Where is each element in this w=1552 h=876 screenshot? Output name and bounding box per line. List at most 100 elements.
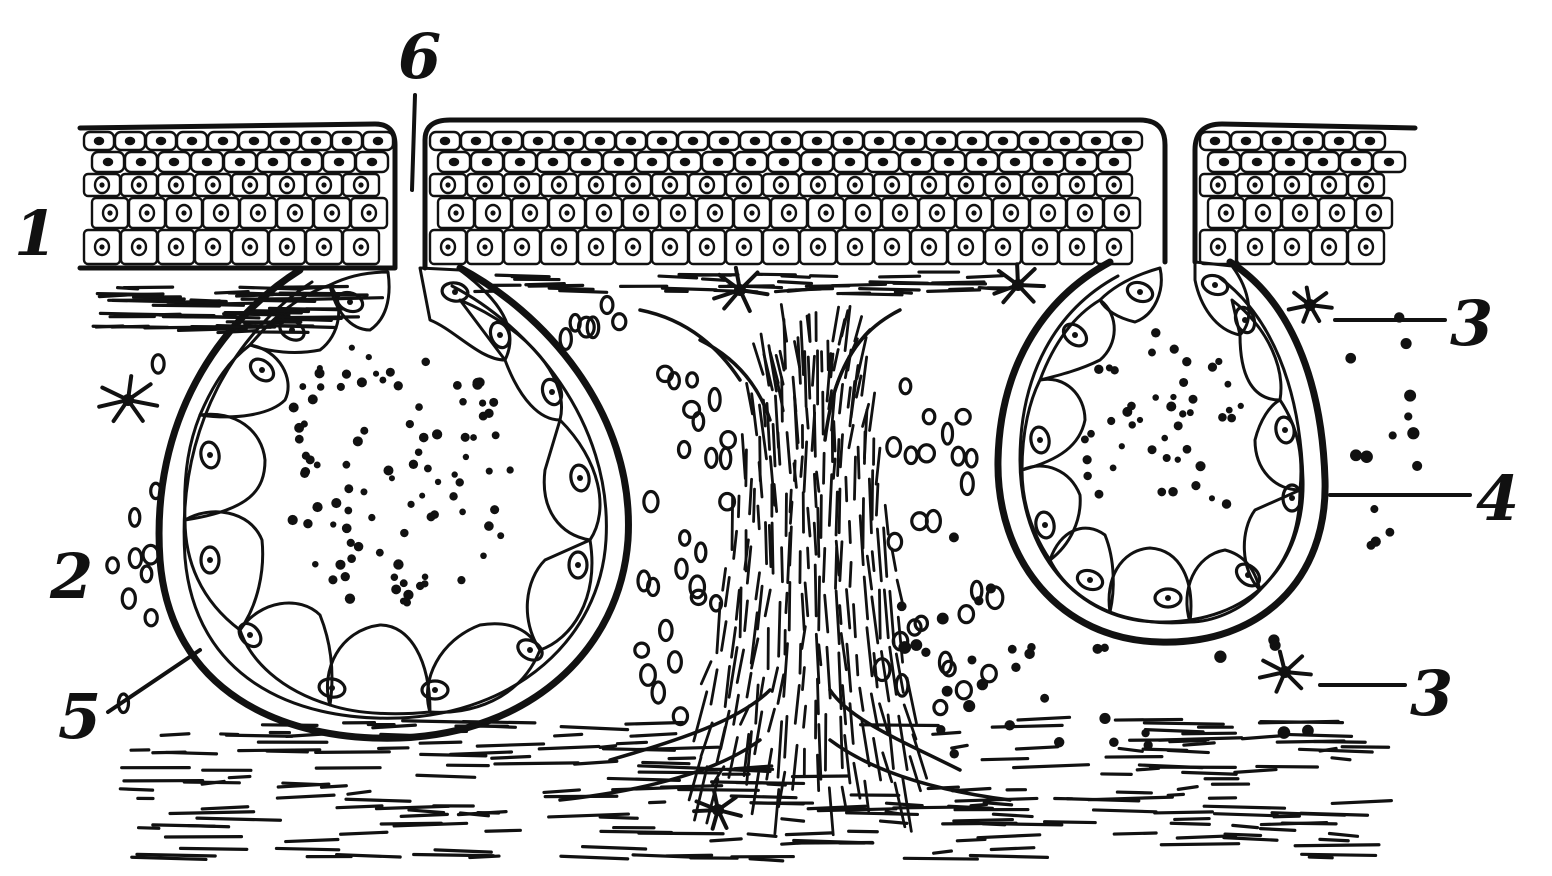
collagen-fiber <box>161 734 189 736</box>
collagen-fiber <box>555 734 582 736</box>
tissue-cell <box>1141 729 1149 737</box>
cell-nucleus <box>906 138 914 144</box>
collagen-fiber <box>1178 787 1197 790</box>
collagen-fiber <box>855 317 862 341</box>
collagen-fiber <box>812 356 814 385</box>
collagen-fiber <box>790 490 791 512</box>
secretion-granule <box>1188 395 1197 404</box>
nucleolus <box>482 182 487 187</box>
collagen-fiber <box>849 425 853 447</box>
collagen-fiber <box>229 293 305 295</box>
cell-nucleus <box>450 159 458 165</box>
cell-nucleus <box>658 138 666 144</box>
collagen-fiber <box>778 675 784 704</box>
tissue-cell <box>936 725 945 734</box>
nucleolus <box>1252 244 1257 249</box>
cell-nucleus <box>1385 159 1393 165</box>
tissue-cell <box>1345 353 1356 364</box>
nucleolus <box>749 210 754 215</box>
nucleolus <box>667 182 672 187</box>
nucleolus <box>1363 182 1368 187</box>
secretion-granule <box>1106 364 1113 371</box>
collagen-fiber <box>758 506 759 529</box>
nucleolus <box>329 210 334 215</box>
nucleolus <box>107 210 112 215</box>
cell-nucleus <box>1366 138 1374 144</box>
collagen-fiber <box>784 319 786 368</box>
tissue-cell <box>560 329 571 350</box>
collagen-fiber <box>840 542 842 581</box>
secretion-granule <box>1182 357 1191 366</box>
tissue-cell <box>669 652 682 672</box>
cell-nucleus <box>912 159 920 165</box>
nucleolus <box>321 244 326 249</box>
collagen-fiber <box>758 586 762 629</box>
collagen-fiber <box>782 843 806 845</box>
secretion-granule <box>357 377 367 387</box>
collagen-fiber <box>1155 812 1213 813</box>
collagen-fiber <box>229 777 250 778</box>
nucleolus <box>284 244 289 249</box>
collagen-fiber <box>991 848 1034 850</box>
nucleolus <box>1334 210 1339 215</box>
nucleolus <box>255 210 260 215</box>
collagen-fiber <box>725 666 729 706</box>
collagen-fiber <box>849 831 878 832</box>
collagen-fiber <box>1089 797 1173 800</box>
tissue-cell <box>963 700 975 712</box>
tissue-cell <box>145 610 157 626</box>
collagen-fiber <box>863 499 864 548</box>
cell-nucleus <box>1319 159 1327 165</box>
collagen-fiber <box>858 447 859 478</box>
secretion-granule <box>461 433 470 442</box>
label-5: 5 <box>58 680 101 753</box>
cell-nucleus <box>203 159 211 165</box>
collagen-fiber <box>153 752 185 753</box>
collagen-fiber <box>774 484 776 511</box>
secretion-granule <box>1166 401 1176 411</box>
secretion-granule <box>289 402 299 412</box>
nucleolus <box>556 244 561 249</box>
collagen-fiber <box>740 588 741 637</box>
secretion-granule <box>389 475 395 481</box>
tissue-cell <box>956 409 970 424</box>
collagen-fiber <box>843 294 902 295</box>
nucleolus <box>1119 210 1124 215</box>
secretion-granule <box>347 539 355 547</box>
nucleolus <box>934 210 939 215</box>
cell-nucleus <box>875 138 883 144</box>
cell-nucleus <box>170 159 178 165</box>
collagen-fiber <box>834 421 835 450</box>
collagen-fiber <box>872 597 878 643</box>
secretion-granule <box>349 345 355 351</box>
collagen-fiber <box>376 806 448 808</box>
nucleolus <box>358 182 363 187</box>
tissue-cell <box>961 473 973 495</box>
collagen-fiber <box>650 802 665 803</box>
collagen-fiber <box>805 583 808 616</box>
cell-nucleus <box>615 159 623 165</box>
secretion-granule <box>337 383 345 391</box>
collagen-fiber <box>747 673 751 697</box>
gland-nucleolus <box>207 557 213 563</box>
secretion-granule <box>1094 365 1103 374</box>
cell-nucleus <box>782 138 790 144</box>
nucleolus <box>210 244 215 249</box>
collagen-fiber <box>1184 743 1214 745</box>
collagen-fiber <box>736 590 739 619</box>
collagen-fiber <box>748 834 776 836</box>
cell-nucleus <box>534 138 542 144</box>
gland-nucleolus <box>1289 495 1295 501</box>
secretion-granule <box>1215 358 1222 365</box>
nucleolus <box>482 244 487 249</box>
tissue-cell <box>720 448 730 468</box>
tissue-cell <box>967 655 976 664</box>
tissue-cell <box>141 566 152 582</box>
collagen-fiber <box>341 832 387 834</box>
nucleolus <box>136 244 141 249</box>
collagen-fiber <box>801 457 803 477</box>
collagen-fiber <box>819 577 820 630</box>
collagen-fiber <box>240 287 302 289</box>
collagen-fiber <box>773 424 775 466</box>
cell-nucleus <box>813 159 821 165</box>
